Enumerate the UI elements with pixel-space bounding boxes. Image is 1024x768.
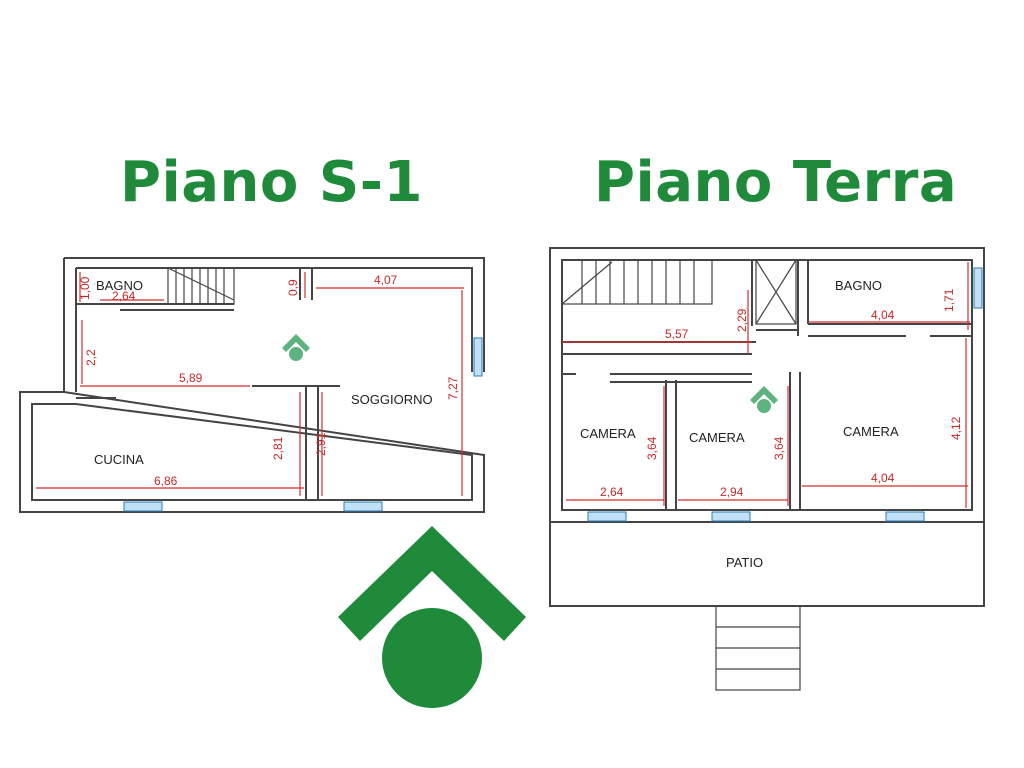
dim-label: 2,2 bbox=[84, 349, 98, 366]
room-label-cucina: CUCINA bbox=[94, 452, 144, 467]
dim-label: 2,29 bbox=[735, 308, 749, 332]
dim-label: 3,64 bbox=[645, 436, 659, 460]
room-label-soggiorno: SOGGIORNO bbox=[351, 392, 433, 407]
dim-label: 0,9 bbox=[286, 279, 300, 296]
window-terra-side bbox=[973, 267, 983, 309]
dim-label: 4,04 bbox=[871, 471, 895, 485]
exterior-steps bbox=[715, 605, 801, 691]
dim-label: 5,57 bbox=[665, 327, 689, 341]
dim-label: 2,64 bbox=[112, 289, 136, 303]
window-terra-3 bbox=[885, 511, 925, 522]
window-s1-side bbox=[473, 337, 483, 377]
title-piano-s1: Piano S-1 bbox=[120, 150, 423, 215]
stairs-s1 bbox=[167, 267, 235, 305]
plan-piano-terra: BAGNO CAMERA CAMERA CAMERA PATIO 2,29 1,… bbox=[549, 247, 985, 691]
room-label-camera-3: CAMERA bbox=[843, 424, 899, 439]
dim-label: 5,89 bbox=[179, 371, 203, 385]
house-circle-logo-icon bbox=[338, 526, 526, 708]
room-label-bagno-terra: BAGNO bbox=[835, 278, 882, 293]
window-s1-cucina bbox=[123, 501, 163, 512]
location-marker-icon bbox=[750, 386, 778, 413]
room-label-camera-2: CAMERA bbox=[689, 430, 745, 445]
plan-piano-s1: BAGNO SOGGIORNO CUCINA 1,00 2,64 0,9 4,0… bbox=[19, 257, 485, 513]
dim-label: 1,71 bbox=[942, 288, 956, 312]
stairs-terra-top bbox=[561, 259, 713, 305]
window-terra-1 bbox=[587, 511, 627, 522]
dim-label: 3,64 bbox=[772, 436, 786, 460]
dim-label: 4,04 bbox=[871, 308, 895, 322]
dim-label: 1,00 bbox=[78, 276, 92, 300]
dim-label: 2,64 bbox=[600, 485, 624, 499]
room-label-bagno-s1: BAGNO bbox=[96, 278, 143, 293]
room-label-camera-1: CAMERA bbox=[580, 426, 636, 441]
window-terra-2 bbox=[711, 511, 751, 522]
window-s1-soggiorno bbox=[343, 501, 383, 512]
dim-label: 2,91 bbox=[314, 432, 328, 456]
dim-label: 6,86 bbox=[154, 474, 178, 488]
dim-label: 2,94 bbox=[720, 485, 744, 499]
title-piano-terra: Piano Terra bbox=[594, 150, 958, 215]
shaft-x bbox=[755, 259, 797, 325]
dim-label: 4,12 bbox=[949, 416, 963, 440]
location-marker-icon bbox=[282, 334, 310, 361]
dim-label: 4,07 bbox=[374, 273, 398, 287]
room-label-patio: PATIO bbox=[726, 555, 763, 570]
dim-label: 7,27 bbox=[446, 376, 460, 400]
dim-label: 2,81 bbox=[271, 436, 285, 460]
